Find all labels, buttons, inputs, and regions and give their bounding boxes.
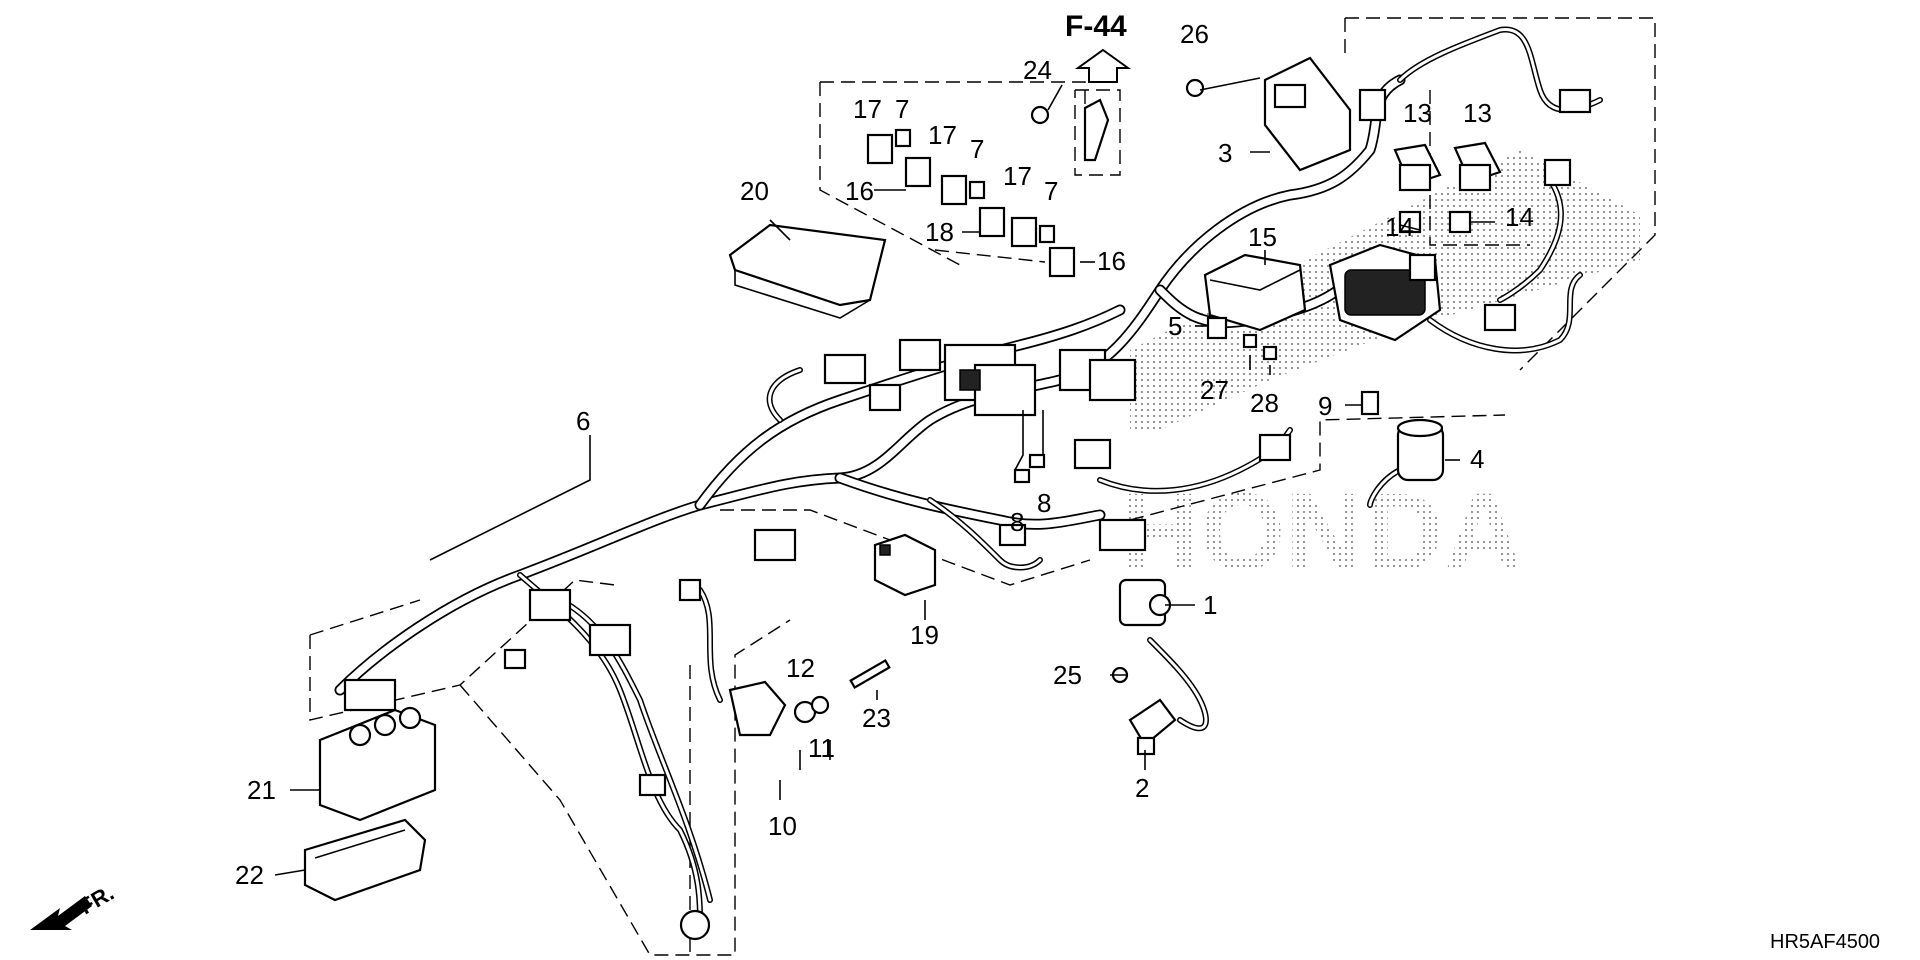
relay-16b xyxy=(1048,246,1076,278)
cap-14b xyxy=(1448,210,1472,234)
callout-23: 23 xyxy=(862,703,891,733)
fuse-7a xyxy=(894,128,912,148)
junction-block xyxy=(823,338,1137,417)
relay-17a xyxy=(866,133,894,165)
parts xyxy=(303,56,1592,941)
bolt-23 xyxy=(849,659,891,689)
callout-24: 24 xyxy=(1023,55,1052,85)
connector-19 xyxy=(873,533,937,597)
fuse-9 xyxy=(1360,390,1380,416)
callout-17b: 17 xyxy=(928,120,957,150)
callout-15: 15 xyxy=(1248,222,1277,252)
clip-8a xyxy=(1013,468,1031,484)
callouts: 1 2 3 4 5 6 7 7 7 8 8 9 10 11 12 13 13 1… xyxy=(235,19,1534,890)
watermark-text: HONDA xyxy=(1120,471,1523,594)
callout-14b: 14 xyxy=(1505,202,1534,232)
callout-8a: 8 xyxy=(1010,507,1024,537)
main-relay-box xyxy=(1328,243,1442,342)
callout-17a: 17 xyxy=(853,94,882,124)
callout-8b: 8 xyxy=(1037,488,1051,518)
relay-17b xyxy=(940,174,968,206)
callout-12: 12 xyxy=(786,653,815,683)
callout-7a: 7 xyxy=(895,94,909,124)
fuse-box-15 xyxy=(1203,253,1307,332)
callout-16a: 16 xyxy=(845,176,874,206)
diagram-code: HR5AF4500 xyxy=(1770,931,1880,953)
harness-connectors xyxy=(343,88,1592,941)
callout-13b: 13 xyxy=(1463,98,1492,128)
callout-19: 19 xyxy=(910,620,939,650)
callout-13a: 13 xyxy=(1403,98,1432,128)
callout-1: 1 xyxy=(1203,590,1217,620)
branch-wires xyxy=(517,26,1603,928)
callout-6: 6 xyxy=(576,406,590,436)
relay-13b xyxy=(1453,141,1502,192)
bracket-24 xyxy=(1030,98,1110,162)
fuse-7b xyxy=(968,180,986,200)
bolt-26 xyxy=(1185,78,1205,98)
connector-cover-22 xyxy=(303,818,427,902)
front-arrow: FR. xyxy=(30,880,118,930)
callout-16b: 16 xyxy=(1097,246,1126,276)
relay-17c xyxy=(1010,216,1038,248)
callout-28: 28 xyxy=(1250,388,1279,418)
relay-16a xyxy=(904,156,932,188)
ecu-module xyxy=(1263,56,1352,172)
connector-block-21 xyxy=(318,706,437,822)
ignition-coil xyxy=(1118,578,1172,627)
callout-9: 9 xyxy=(1318,391,1332,421)
clip-8b xyxy=(1028,453,1046,469)
fuse-7c xyxy=(1038,224,1056,244)
sensor-10 xyxy=(728,680,830,737)
fuse-box-cover xyxy=(728,223,887,319)
callout-27: 27 xyxy=(1200,375,1229,405)
callout-10: 10 xyxy=(768,811,797,841)
leader-lines xyxy=(274,77,1495,876)
callout-26: 26 xyxy=(1180,19,1209,49)
callout-11: 11 xyxy=(808,733,835,763)
callout-18: 18 xyxy=(925,217,954,247)
callout-22: 22 xyxy=(235,860,264,890)
callout-2: 2 xyxy=(1135,773,1149,803)
callout-25: 25 xyxy=(1053,660,1082,690)
connector-5 xyxy=(1206,316,1228,340)
callout-4: 4 xyxy=(1470,444,1484,474)
relay-18 xyxy=(978,206,1006,238)
group-outlines xyxy=(309,17,1656,956)
callout-21: 21 xyxy=(247,775,276,805)
callout-17c: 17 xyxy=(1003,161,1032,191)
f44-reference: F-44 xyxy=(1065,10,1132,83)
callout-20: 20 xyxy=(740,176,769,206)
spark-plug-cap xyxy=(1128,698,1177,756)
clip-28 xyxy=(1262,345,1278,361)
capacitor-4 xyxy=(1396,418,1445,482)
callout-7c: 7 xyxy=(1044,176,1058,206)
reference-label: F-44 xyxy=(1065,10,1127,43)
callout-7b: 7 xyxy=(970,134,984,164)
clip-27 xyxy=(1242,333,1258,349)
callout-14a: 14 xyxy=(1385,212,1414,242)
callout-5: 5 xyxy=(1168,311,1182,341)
callout-3: 3 xyxy=(1218,138,1232,168)
relay-13a xyxy=(1393,143,1442,192)
